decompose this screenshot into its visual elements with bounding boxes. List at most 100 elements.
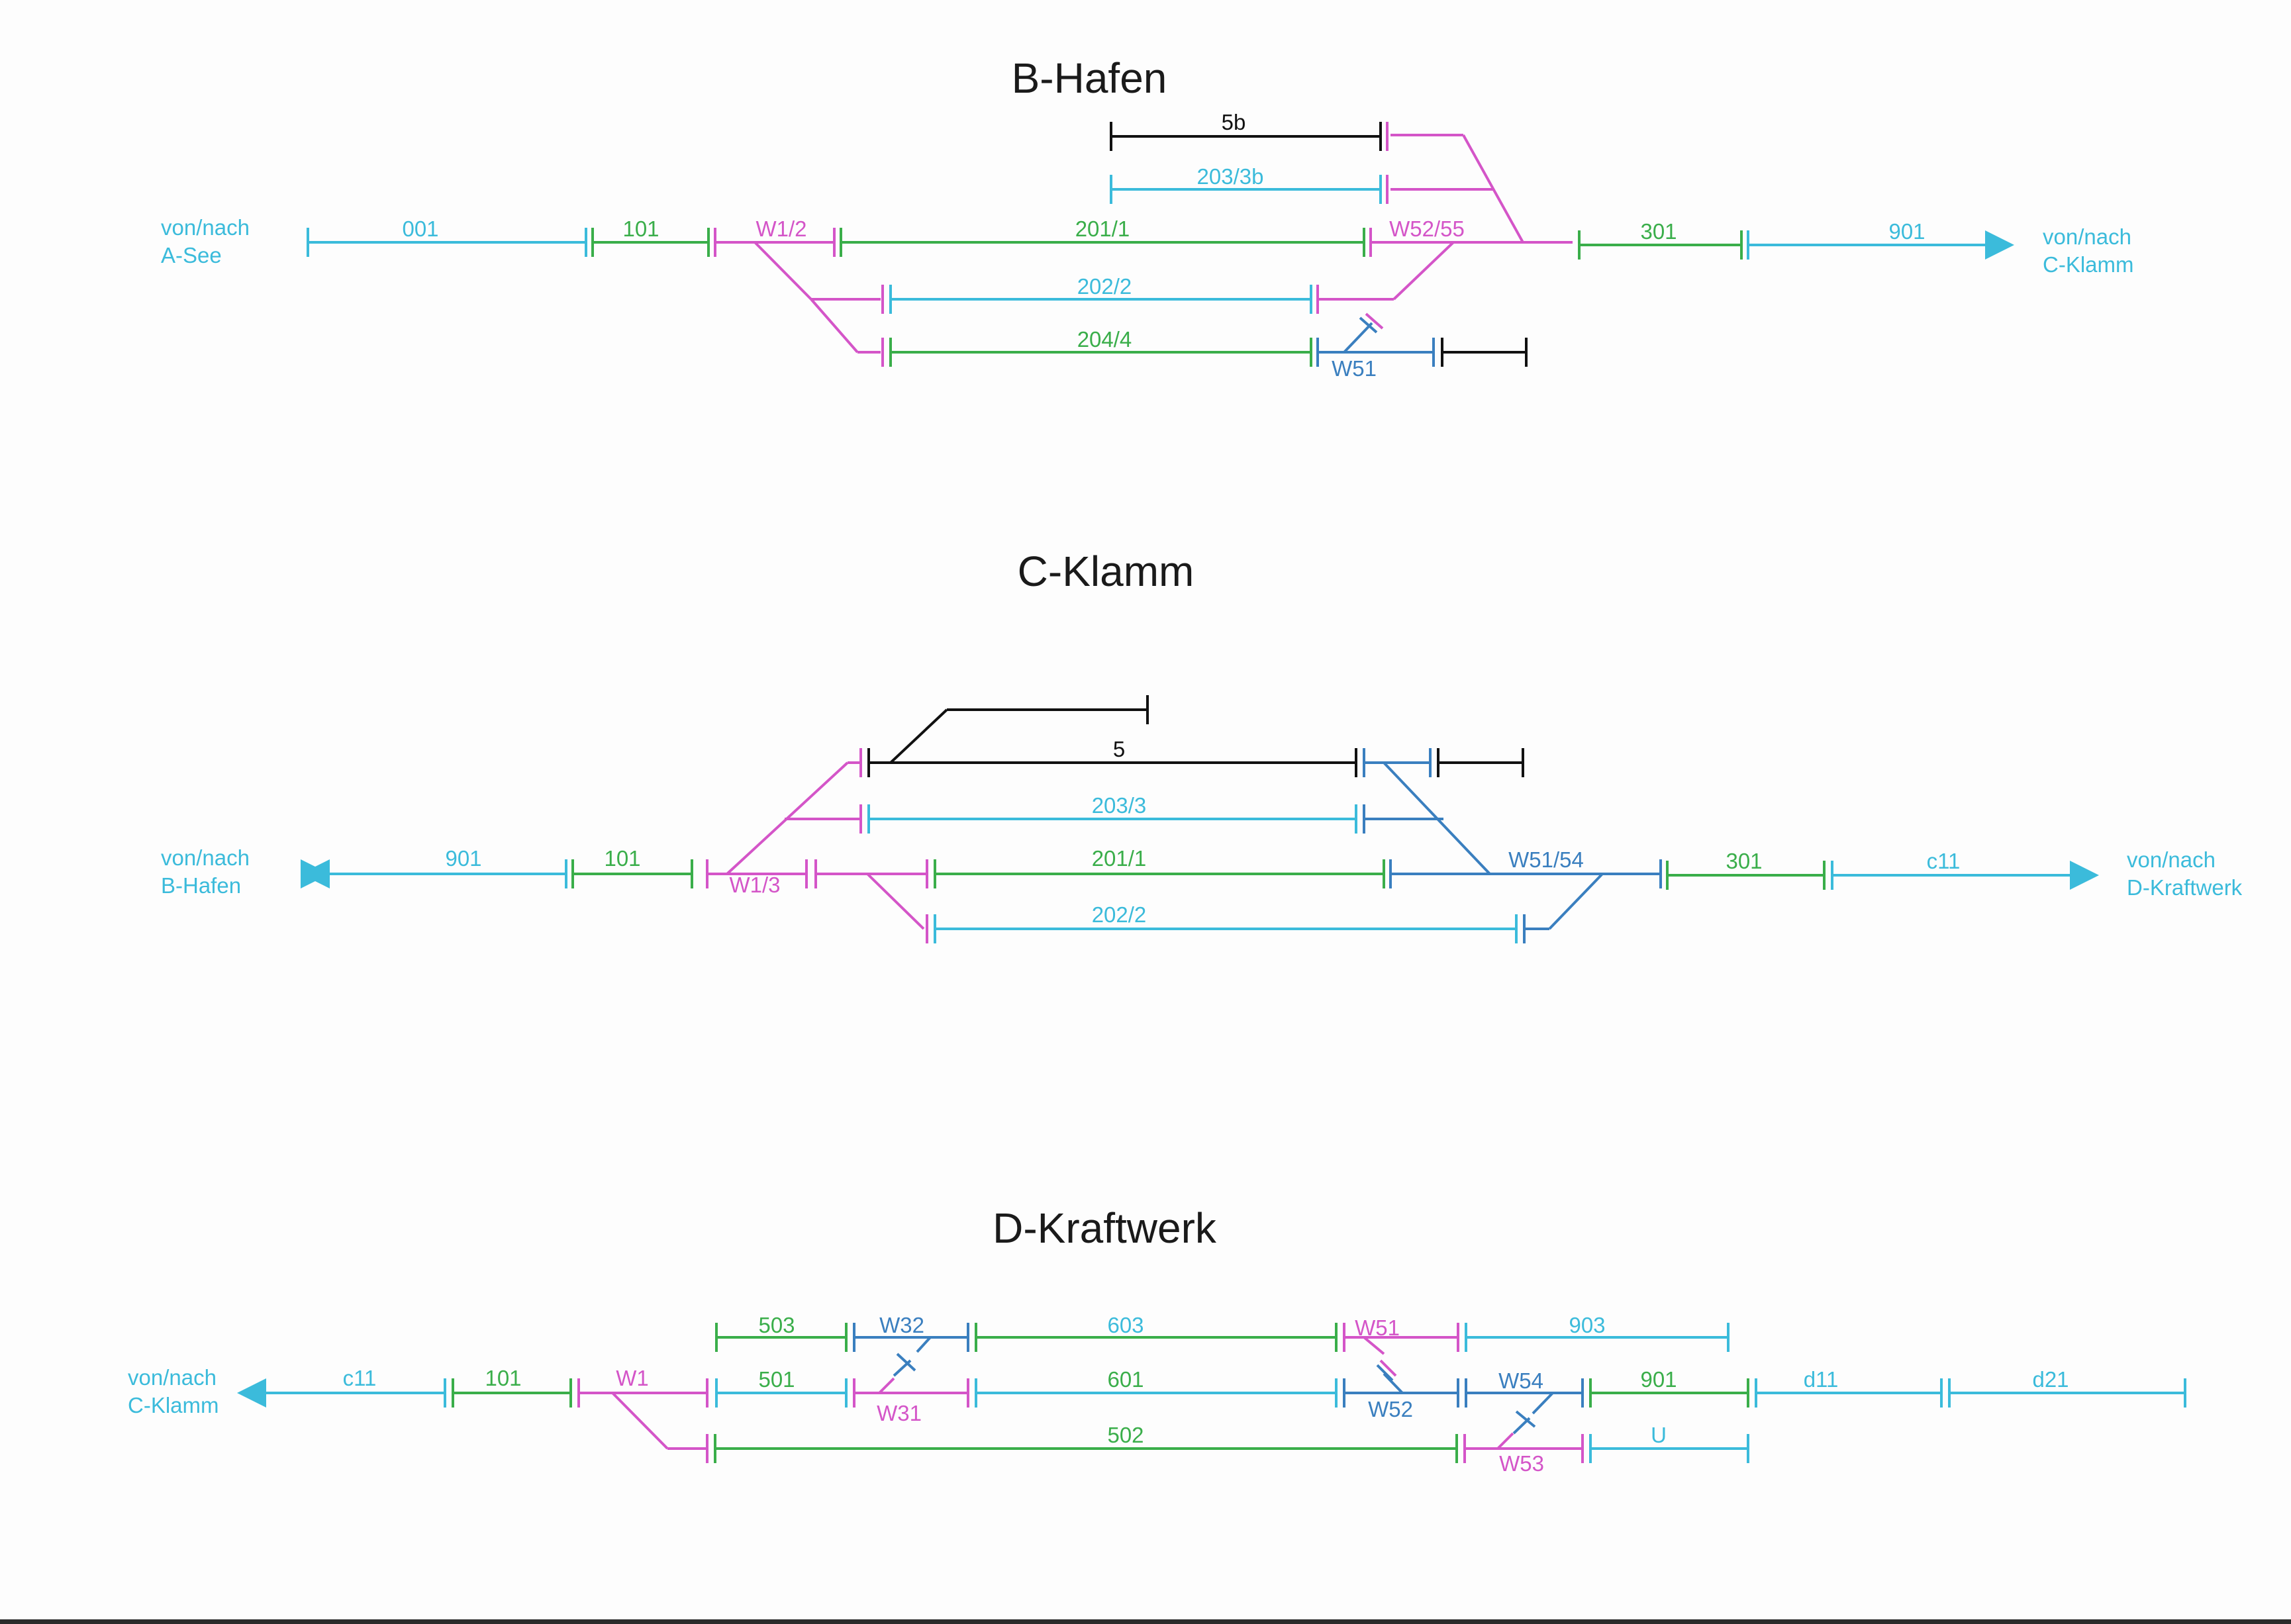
d-kraftwerk-label-d11: d11 bbox=[1804, 1367, 1839, 1392]
b-hafen-label-101: 101 bbox=[622, 216, 659, 241]
d-kraftwerk-section-503: 503 bbox=[715, 1313, 848, 1352]
d-kraftwerk-label-w1: W1 bbox=[616, 1366, 649, 1390]
b-hafen-label-w1-2: W1/2 bbox=[756, 216, 806, 241]
d-kraftwerk-section-101: 101 bbox=[452, 1366, 572, 1408]
b-hafen-label-204-4: 204/4 bbox=[1077, 327, 1132, 352]
d-kraftwerk-title: D-Kraftwerk bbox=[993, 1204, 1217, 1252]
b-hafen-label-202-2: 202/2 bbox=[1077, 274, 1132, 299]
c-klamm-label-201-1: 201/1 bbox=[1092, 846, 1147, 871]
b-hafen-label-203-3b: 203/3b bbox=[1197, 164, 1264, 189]
c-klamm-switch-w1-3: W1/3 bbox=[706, 748, 928, 943]
d-kraftwerk-station: D-Kraftwerk von/nach C-Klamm c11 101 W1 bbox=[128, 1204, 2186, 1476]
c-klamm-label-901: 901 bbox=[445, 846, 481, 871]
d-kraftwerk-switch-w54: W54 bbox=[1465, 1368, 1584, 1435]
d-kraftwerk-label-w54: W54 bbox=[1498, 1368, 1543, 1393]
d-kraftwerk-section-502: 502 bbox=[714, 1423, 1458, 1463]
d-kraftwerk-label-w52: W52 bbox=[1368, 1397, 1413, 1421]
b-hafen-section-201-1: 201/1 bbox=[840, 216, 1365, 257]
b-hafen-label-w51: W51 bbox=[1332, 356, 1377, 381]
b-hafen-switch-w52-55: W52/55 bbox=[1318, 134, 1573, 301]
b-hafen-siding-5b: 5b bbox=[1110, 110, 1389, 151]
c-klamm-stub-track bbox=[1437, 748, 1524, 777]
b-hafen-left-endpoint-line2: A-See bbox=[161, 243, 222, 267]
b-hafen-track-204-4: 204/4 bbox=[881, 327, 1312, 367]
b-hafen-label-5b: 5b bbox=[1222, 110, 1246, 134]
b-hafen-section-301: 301 bbox=[1578, 219, 1743, 260]
d-kraftwerk-switch-w31: W31 bbox=[853, 1377, 969, 1425]
c-klamm-left-endpoint-line2: B-Hafen bbox=[161, 873, 241, 898]
c-klamm-label-w51-54: W51/54 bbox=[1508, 847, 1584, 872]
d-kraftwerk-switch-w32: W32 bbox=[853, 1313, 969, 1377]
c-klamm-station: C-Klamm von/nach B-Hafen von/nach D-Kraf… bbox=[161, 548, 2243, 943]
b-hafen-switch-w51: W51 bbox=[1316, 312, 1435, 381]
c-klamm-track-203-3: 203/3 bbox=[867, 793, 1357, 834]
d-kraftwerk-label-w32: W32 bbox=[879, 1313, 924, 1337]
d-kraftwerk-label-502: 502 bbox=[1107, 1423, 1144, 1447]
d-kraftwerk-label-w31: W31 bbox=[877, 1401, 922, 1425]
c-klamm-label-203-3: 203/3 bbox=[1092, 793, 1147, 818]
c-klamm-track-202-2: 202/2 bbox=[934, 902, 1518, 943]
b-hafen-label-w52-55: W52/55 bbox=[1389, 216, 1465, 241]
d-kraftwerk-left-endpoint-line2: C-Klamm bbox=[128, 1393, 219, 1417]
b-hafen-label-001: 001 bbox=[402, 216, 438, 241]
d-kraftwerk-section-u: U bbox=[1589, 1423, 1749, 1463]
d-kraftwerk-section-c11: c11 bbox=[237, 1366, 446, 1408]
b-hafen-station: B-Hafen von/nach A-See von/nach C-Klamm … bbox=[161, 54, 2134, 381]
c-klamm-section-301: 301 bbox=[1666, 849, 1826, 890]
d-kraftwerk-label-d21: d21 bbox=[2032, 1367, 2069, 1392]
d-kraftwerk-left-endpoint-line1: von/nach bbox=[128, 1365, 217, 1390]
b-hafen-track-202-2: 202/2 bbox=[881, 274, 1319, 314]
d-kraftwerk-label-w51: W51 bbox=[1355, 1315, 1400, 1340]
c-klamm-label-202-2: 202/2 bbox=[1092, 902, 1147, 927]
c-klamm-label-101: 101 bbox=[604, 846, 640, 871]
d-kraftwerk-switch-w53: W53 bbox=[1463, 1432, 1584, 1476]
d-kraftwerk-label-603: 603 bbox=[1107, 1313, 1144, 1337]
d-kraftwerk-label-501: 501 bbox=[758, 1367, 795, 1392]
d-kraftwerk-label-u: U bbox=[1651, 1423, 1667, 1447]
d-kraftwerk-label-c11: c11 bbox=[343, 1366, 377, 1390]
d-kraftwerk-label-901: 901 bbox=[1640, 1367, 1677, 1392]
c-klamm-label-c11: c11 bbox=[1927, 849, 1961, 873]
c-klamm-switch-w51-54: W51/54 bbox=[1363, 748, 1662, 943]
d-kraftwerk-switch-w51: W51 bbox=[1343, 1315, 1459, 1377]
c-klamm-right-endpoint-line2: D-Kraftwerk bbox=[2127, 875, 2243, 900]
c-klamm-track-201-1: 201/1 bbox=[934, 846, 1385, 888]
b-hafen-section-001: 001 bbox=[307, 216, 587, 257]
b-hafen-section-101: 101 bbox=[591, 216, 710, 257]
d-kraftwerk-label-w53: W53 bbox=[1499, 1451, 1544, 1476]
c-klamm-section-101: 101 bbox=[571, 846, 693, 888]
c-klamm-label-w1-3: W1/3 bbox=[729, 873, 780, 897]
c-klamm-label-301: 301 bbox=[1726, 849, 1762, 873]
d-kraftwerk-switch-w52: W52 bbox=[1343, 1364, 1459, 1421]
b-hafen-left-endpoint-line1: von/nach bbox=[161, 215, 250, 240]
b-hafen-label-901: 901 bbox=[1888, 219, 1925, 244]
d-kraftwerk-section-601: 601 bbox=[975, 1367, 1338, 1408]
b-hafen-right-endpoint-line2: C-Klamm bbox=[2043, 252, 2134, 277]
b-hafen-label-301: 301 bbox=[1640, 219, 1677, 244]
d-kraftwerk-label-601: 601 bbox=[1107, 1367, 1144, 1392]
d-kraftwerk-section-901: 901 bbox=[1589, 1367, 1749, 1408]
b-hafen-right-endpoint-line1: von/nach bbox=[2043, 224, 2131, 249]
b-hafen-switch-w1-2: W1/2 bbox=[714, 216, 881, 354]
c-klamm-title: C-Klamm bbox=[1018, 548, 1194, 595]
c-klamm-section-c11: c11 bbox=[1831, 849, 2099, 890]
d-kraftwerk-section-903: 903 bbox=[1465, 1313, 1730, 1352]
d-kraftwerk-label-903: 903 bbox=[1569, 1313, 1605, 1337]
b-hafen-siding-203-3b: 203/3b bbox=[1110, 164, 1389, 204]
d-kraftwerk-section-603: 603 bbox=[975, 1313, 1338, 1352]
c-klamm-section-901: 901 bbox=[301, 846, 567, 888]
d-kraftwerk-switch-w1: W1 bbox=[577, 1366, 708, 1463]
c-klamm-left-endpoint-line1: von/nach bbox=[161, 845, 250, 870]
c-klamm-label-5: 5 bbox=[1113, 737, 1125, 761]
c-klamm-track-5: 5 bbox=[867, 695, 1357, 777]
c-klamm-right-endpoint-line1: von/nach bbox=[2127, 847, 2216, 872]
d-kraftwerk-label-101: 101 bbox=[485, 1366, 521, 1390]
d-kraftwerk-section-d21: d21 bbox=[1948, 1367, 2186, 1408]
d-kraftwerk-section-d11: d11 bbox=[1755, 1367, 1943, 1408]
b-hafen-section-901: 901 bbox=[1747, 219, 2014, 260]
d-kraftwerk-label-503: 503 bbox=[758, 1313, 795, 1337]
d-kraftwerk-section-501: 501 bbox=[715, 1367, 848, 1408]
b-hafen-label-201-1: 201/1 bbox=[1075, 216, 1130, 241]
b-hafen-title: B-Hafen bbox=[1012, 54, 1167, 102]
